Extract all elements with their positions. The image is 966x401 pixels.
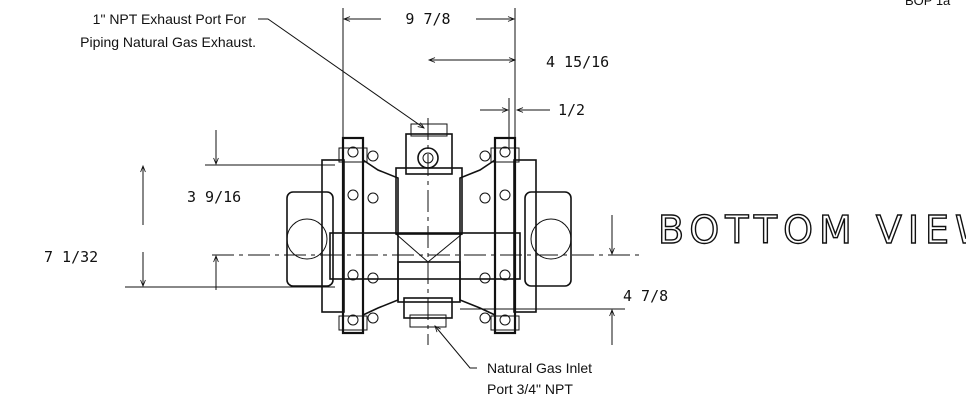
inlet-port-body <box>397 261 461 303</box>
right-outer-chamber <box>524 191 572 287</box>
pump-body <box>286 123 572 335</box>
inlet-callout-line2: Port 3/4" NPT <box>487 381 573 397</box>
dim-flange-thickness: 1/2 <box>480 98 585 150</box>
dim-overall-width-text: 9 7/8 <box>405 10 450 28</box>
drawing-code: BOP 1a <box>905 0 951 8</box>
dim-lower-height-text: 4 7/8 <box>623 287 668 305</box>
dim-overall-height-text: 7 1/32 <box>44 248 98 266</box>
dim-lower-height: 4 7/8 <box>460 215 668 345</box>
exhaust-callout-line1: 1" NPT Exhaust Port For <box>93 11 247 27</box>
dim-flange-thickness-text: 1/2 <box>558 101 585 119</box>
exhaust-callout: 1" NPT Exhaust Port For Piping Natural G… <box>80 11 425 129</box>
dim-half-width: 4 15/16 <box>427 53 609 71</box>
dim-upper-height: 3 9/16 <box>187 130 335 290</box>
dim-half-width-text: 4 15/16 <box>546 53 609 71</box>
exhaust-port-body <box>405 133 453 175</box>
inlet-callout: Natural Gas Inlet Port 3/4" NPT <box>434 325 592 397</box>
right-chamber <box>513 159 537 313</box>
dim-overall-height: 7 1/32 <box>44 164 335 288</box>
right-flange <box>493 136 517 335</box>
center-manifold <box>329 232 521 280</box>
inlet-callout-line1: Natural Gas Inlet <box>487 360 592 376</box>
center-block <box>395 167 463 235</box>
left-flange <box>341 136 365 335</box>
dim-overall-width: 9 7/8 <box>342 8 516 140</box>
view-title: BOTTOM VIEW <box>658 208 966 252</box>
exhaust-callout-line2: Piping Natural Gas Exhaust. <box>80 34 256 50</box>
left-outer-chamber <box>286 191 334 287</box>
dim-upper-height-text: 3 9/16 <box>187 188 241 206</box>
